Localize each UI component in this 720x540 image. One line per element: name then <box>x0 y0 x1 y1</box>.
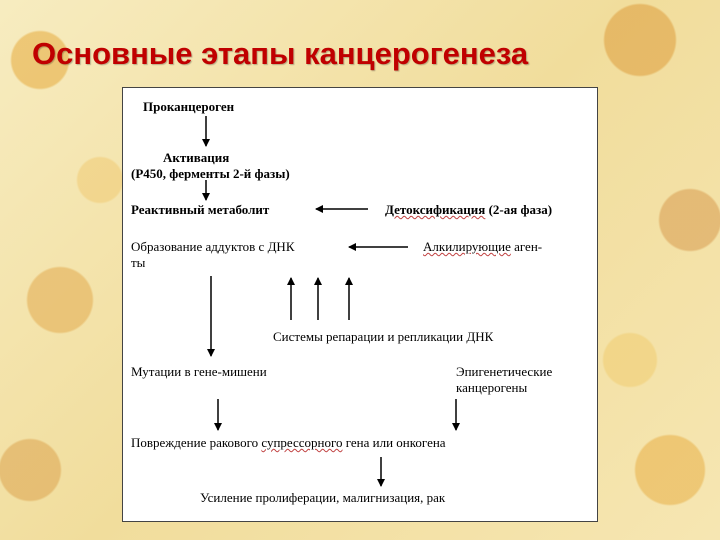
alkyl-rest: аген- <box>510 239 543 254</box>
detox-word: Детоксификация <box>385 202 486 217</box>
node-epigenetic-line2: канцерогены <box>456 380 528 395</box>
node-activation-line1: Активация <box>163 150 230 165</box>
diagram-panel: Проканцероген Активация (Р450, ферменты … <box>122 87 598 522</box>
node-mutations: Мутации в гене-мишени <box>131 364 267 379</box>
node-detoxification: Детоксификация (2-ая фаза) <box>385 202 552 217</box>
alkyl-word: Алкилирующие <box>423 239 511 254</box>
node-repair-systems: Системы репарации и репликации ДНК <box>273 329 494 344</box>
node-activation-line2: (Р450, ферменты 2-й фазы) <box>131 166 290 181</box>
node-adducts-line2: ты <box>131 255 146 270</box>
node-epigenetic-line1: Эпигенетические <box>456 364 553 379</box>
node-adducts-line1: Образование аддуктов с ДНК <box>131 239 295 254</box>
node-alkylating-agents: Алкилирующие аген- <box>423 239 542 254</box>
slide-title: Основные этапы канцерогенеза <box>32 36 529 71</box>
damage-pre: Повреждение ракового <box>131 435 262 450</box>
node-proliferation: Усиление пролиферации, малигнизация, рак <box>200 490 446 505</box>
damage-post: гена или онкогена <box>342 435 446 450</box>
damage-word: супрессорного <box>261 435 343 450</box>
node-procarcinogen: Проканцероген <box>143 99 235 114</box>
diagram-arrows <box>202 116 460 487</box>
detox-rest: (2-ая фаза) <box>485 202 553 217</box>
node-gene-damage: Повреждение ракового супрессорного гена … <box>131 435 446 450</box>
node-reactive-metabolite: Реактивный метаболит <box>131 202 270 217</box>
